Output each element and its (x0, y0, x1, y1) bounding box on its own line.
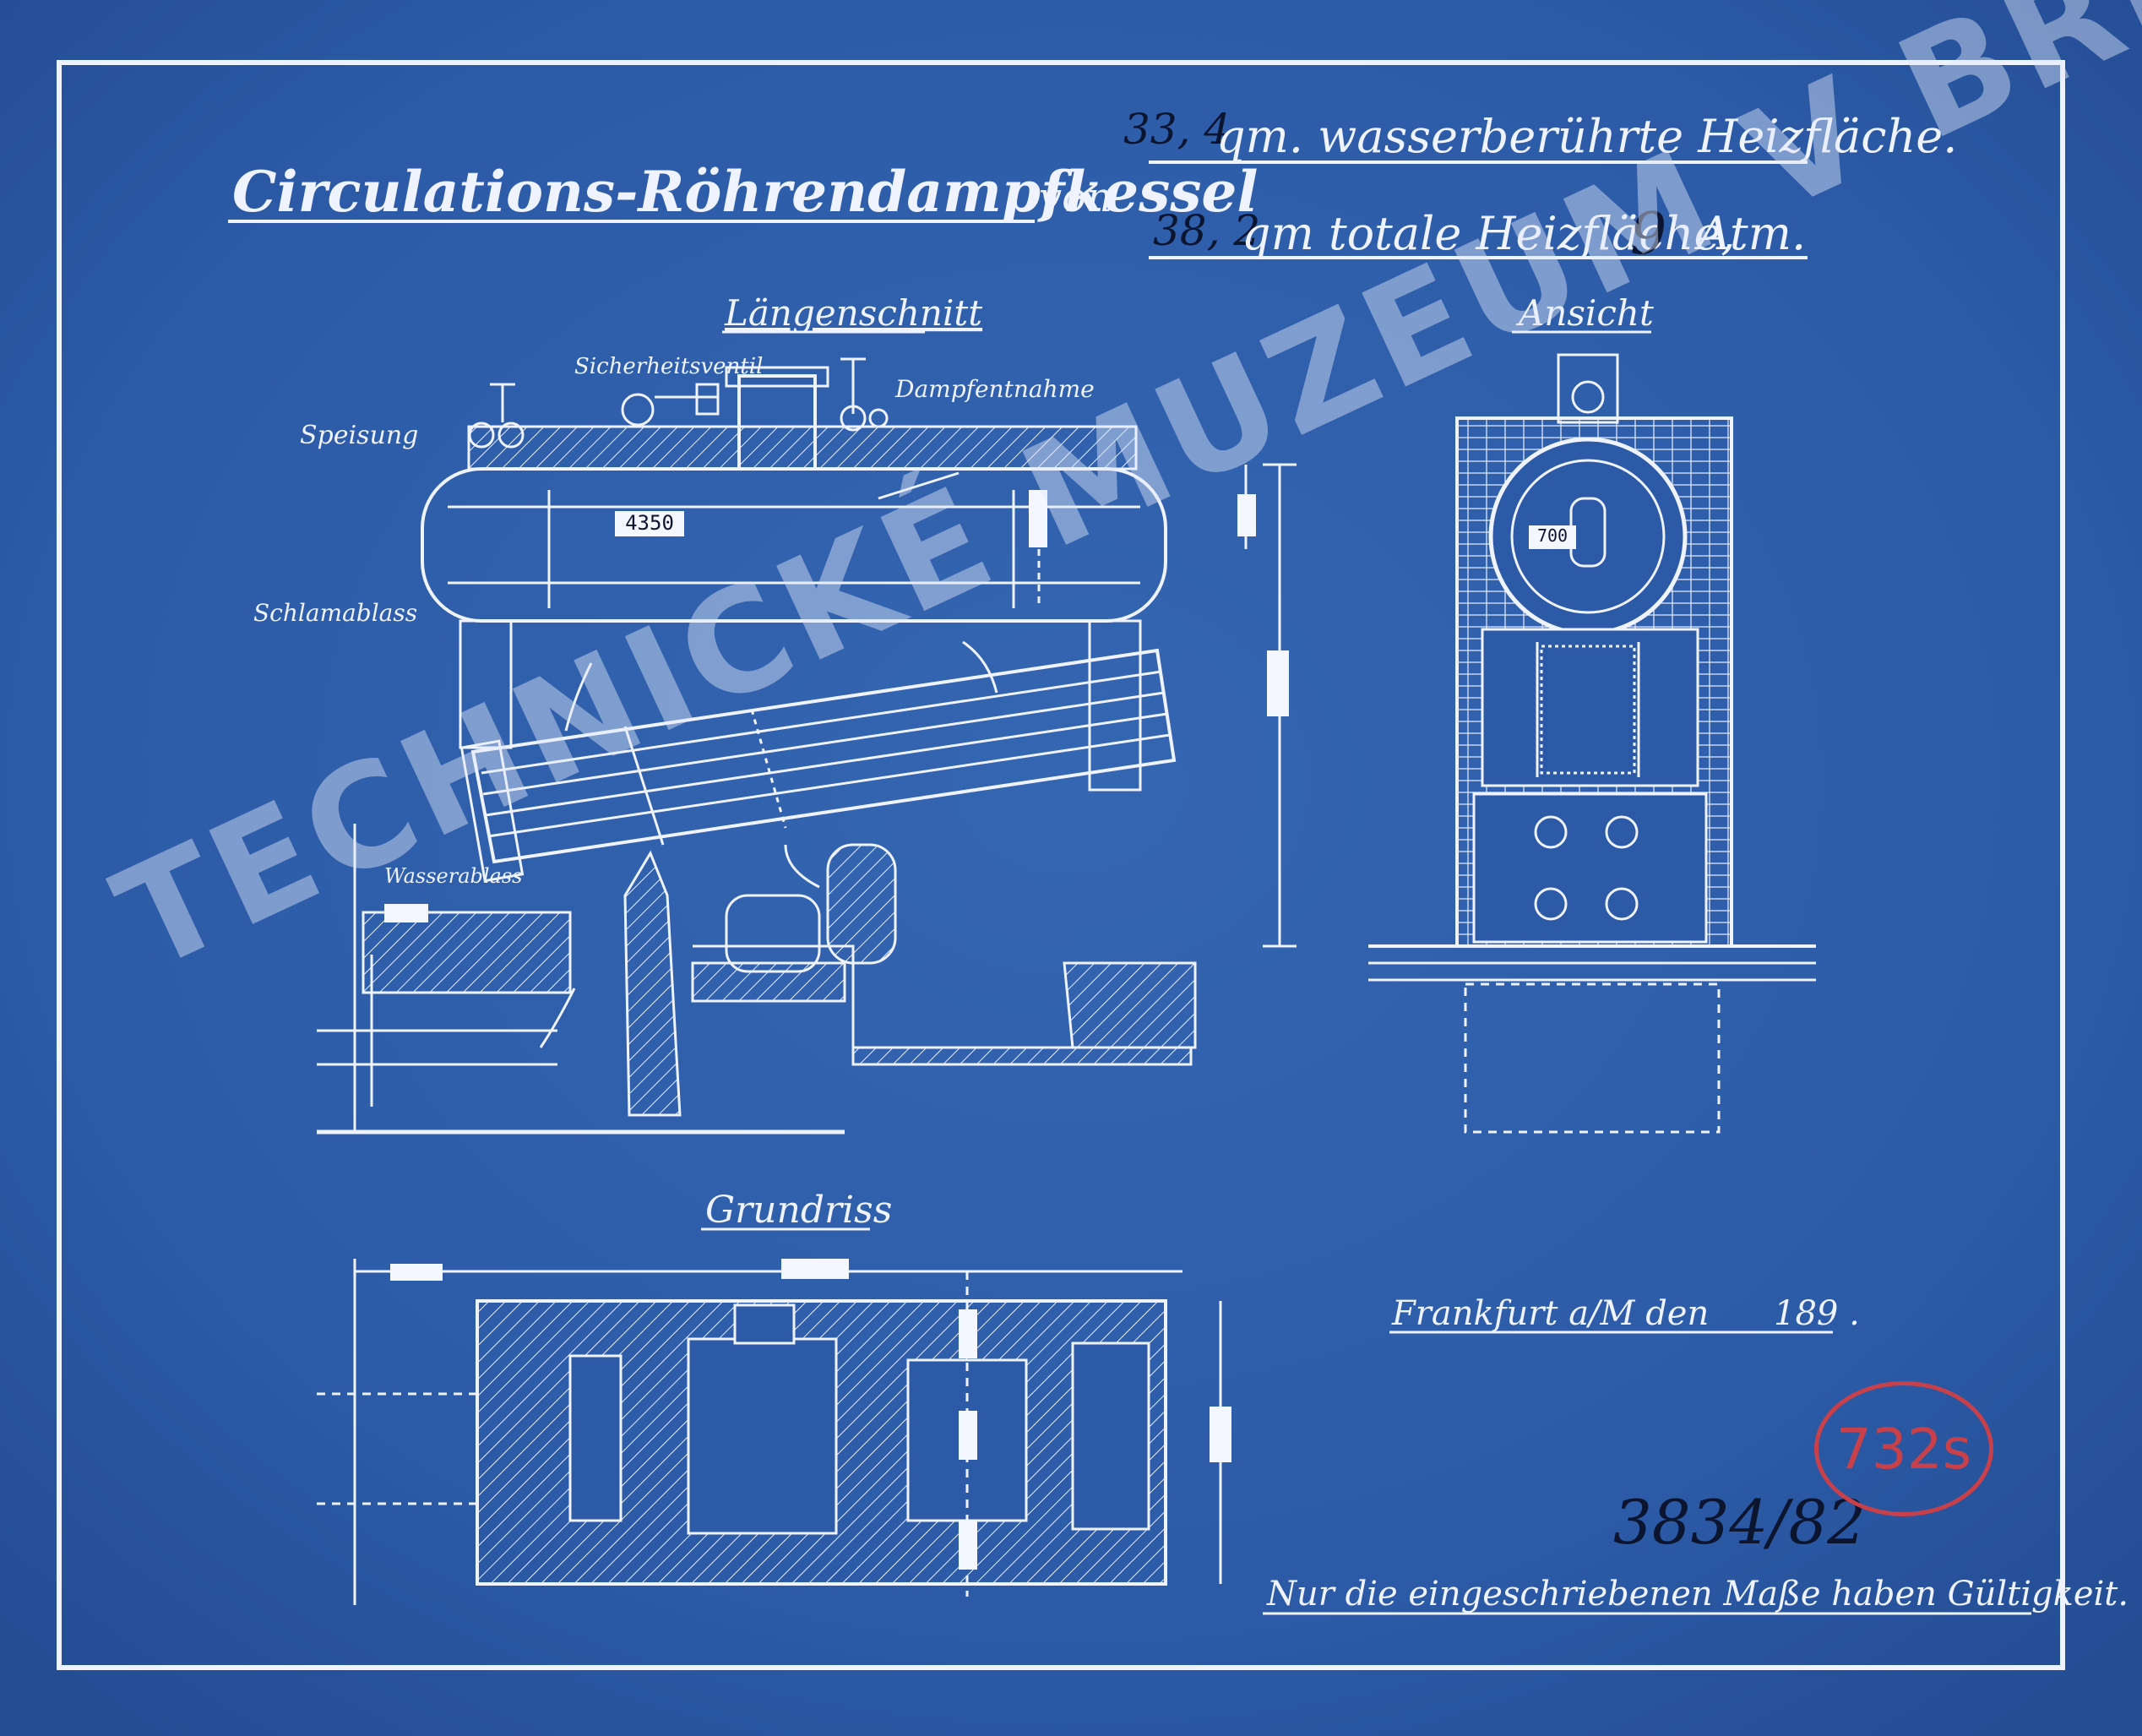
dim-box-plan-3 (959, 1309, 977, 1358)
heading-ansicht: Ansicht (1515, 292, 1654, 334)
front-view (1368, 353, 1816, 1134)
footer-year: 189 . (1774, 1294, 1860, 1333)
footer-note: Nur die eingeschriebenen Maße haben Gült… (1266, 1575, 2128, 1614)
dim-box-4350: 4350 (615, 511, 684, 536)
label-wasserablass: Wasserablass (384, 864, 523, 888)
title-von: von (1039, 174, 1112, 221)
heading-laengenschnitt: Längenschnitt (724, 292, 982, 334)
line2-text: qm totale Heizfläche, (1242, 207, 1736, 260)
line1-value: 33, 4 (1123, 105, 1231, 154)
dim-box-plan-1 (390, 1264, 443, 1281)
longitudinal-section (317, 357, 1297, 1135)
label-dampfentnahme: Dampfentnahme (894, 375, 1095, 403)
dim-box-plan-5 (959, 1521, 977, 1570)
label-sicherheitsventil: Sicherheitsventil (574, 354, 763, 379)
foundation (317, 824, 1197, 1135)
dim-box-view: 700 (1529, 525, 1576, 549)
dim-box-plan-2 (781, 1259, 849, 1279)
dim-box-plan-6 (1210, 1407, 1231, 1462)
title-main: Circulations-Röhrendampfkessel (232, 159, 1259, 225)
label-schlammablass: Schlamablass (253, 599, 417, 627)
heading-grundriss: Grundriss (705, 1189, 892, 1232)
title-block: Circulations-Röhrendampfkessel von 33, 4… (228, 105, 1957, 268)
label-speisung: Speisung (300, 421, 418, 450)
dim-box-wasser (384, 904, 428, 922)
dim-box-top (1237, 494, 1256, 536)
sheet-border (57, 60, 2065, 1670)
dim-box-drum (1029, 490, 1047, 547)
line2-value: 38, 2 (1153, 206, 1260, 255)
dim-box-plan-4 (959, 1411, 977, 1460)
steam-dome (737, 374, 817, 471)
footer-place: Frankfurt a/M den (1391, 1294, 1709, 1333)
archive-stamp: 732s (1814, 1381, 1993, 1516)
pressure-unit: Atm. (1693, 207, 1806, 260)
tube-bundle (470, 648, 1177, 864)
line1-text: qm. wasserberührte Heizfläche. (1216, 110, 1957, 163)
inventory-number: 3834/82 (1613, 1487, 1867, 1558)
dim-box-rear (1267, 650, 1289, 716)
